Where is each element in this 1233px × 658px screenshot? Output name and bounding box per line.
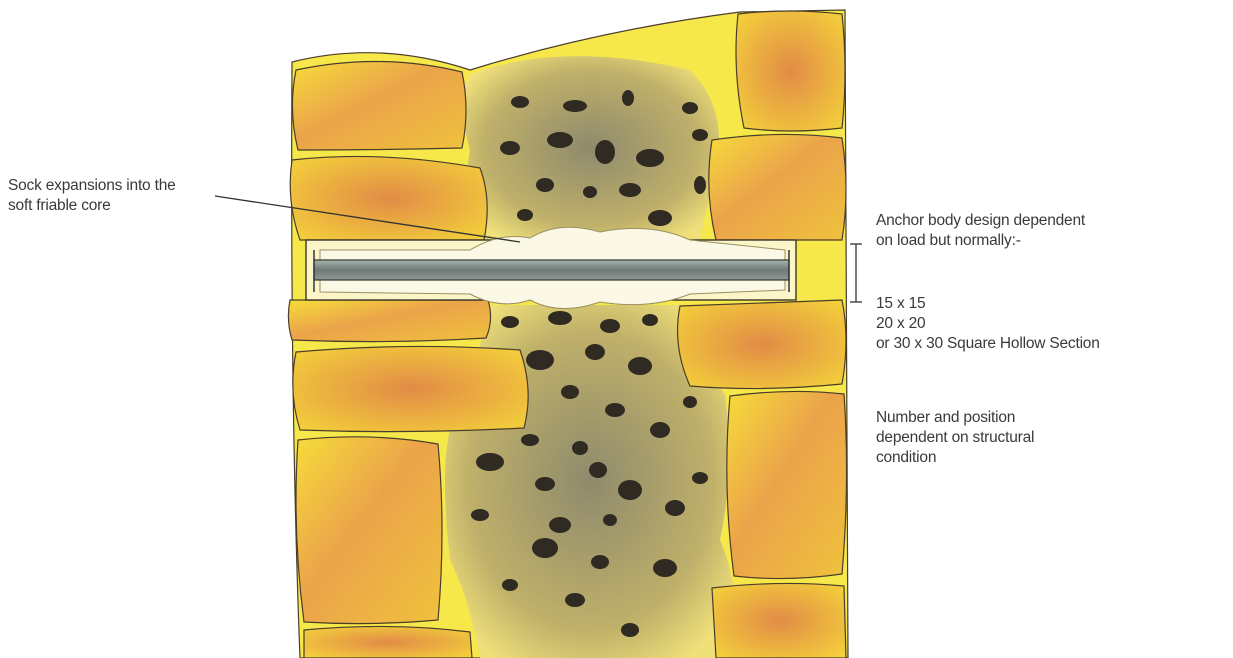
- section-size: or 30 x 30 Square Hollow Section: [876, 334, 1100, 354]
- brick: [678, 300, 846, 389]
- callout-line: condition: [876, 448, 1034, 468]
- brick: [736, 11, 845, 131]
- brick: [296, 437, 442, 624]
- anchor-body-callout: Anchor body design dependent on load but…: [876, 211, 1085, 251]
- brick: [712, 583, 846, 658]
- callout-line: soft friable core: [8, 196, 176, 216]
- section-size: 20 x 20: [876, 314, 1100, 334]
- anchor-dimension-bracket: [850, 244, 862, 302]
- brick: [293, 346, 528, 431]
- section-sizes-list: 15 x 15 20 x 20 or 30 x 30 Square Hollow…: [876, 294, 1100, 354]
- brick: [304, 626, 472, 658]
- brick: [288, 300, 490, 342]
- brick: [290, 156, 487, 240]
- callout-line: dependent on structural: [876, 428, 1034, 448]
- section-size: 15 x 15: [876, 294, 1100, 314]
- callout-line: Sock expansions into the: [8, 176, 176, 196]
- anchor-bar: [314, 260, 789, 280]
- number-position-callout: Number and position dependent on structu…: [876, 408, 1034, 468]
- anchor-assembly: [306, 227, 796, 308]
- sock-expansion-callout: Sock expansions into the soft friable co…: [8, 176, 176, 216]
- brick: [727, 391, 847, 578]
- callout-line: on load but normally:-: [876, 231, 1085, 251]
- callout-line: Number and position: [876, 408, 1034, 428]
- brick: [709, 134, 846, 240]
- callout-line: Anchor body design dependent: [876, 211, 1085, 231]
- brick: [292, 61, 466, 150]
